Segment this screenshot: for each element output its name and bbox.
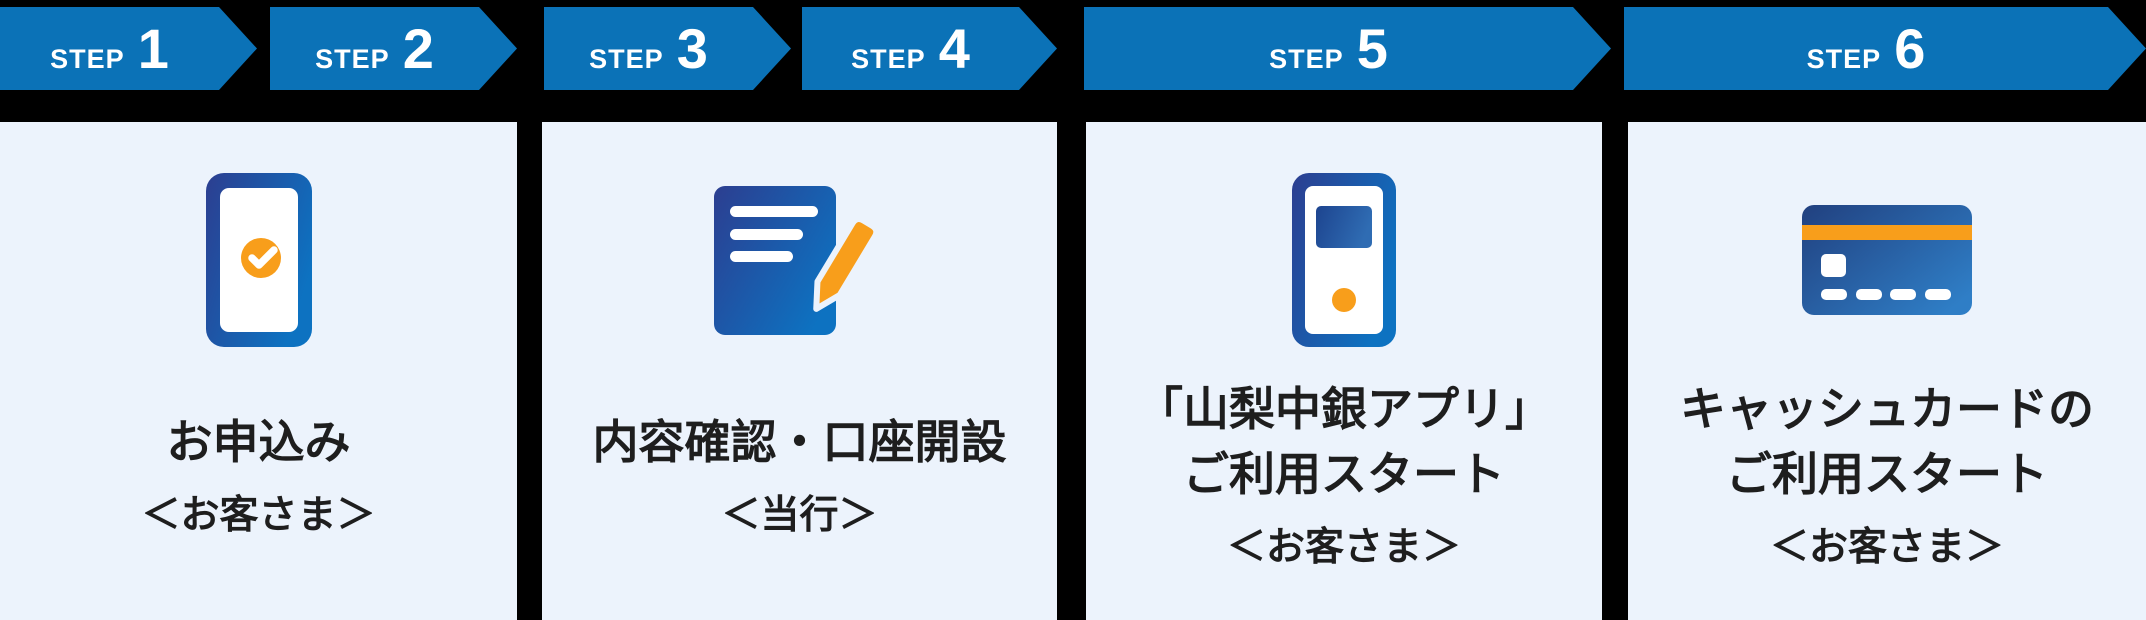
panel-title-line: 「山梨中銀アプリ」 bbox=[1137, 382, 1551, 435]
panel-cash-card-start: キャッシュカードの ご利用スタート ＜お客さま＞ bbox=[1628, 122, 2146, 620]
step-5-arrow: STEP 5 bbox=[1084, 7, 1611, 90]
document-pencil-icon bbox=[713, 172, 886, 347]
panel-title: お申込み bbox=[141, 410, 375, 475]
step-3-arrow: STEP 3 bbox=[544, 7, 791, 90]
panel-app-start: 「山梨中銀アプリ」 ご利用スタート ＜お客さま＞ bbox=[1086, 122, 1602, 620]
panel-actor: ＜当行＞ bbox=[721, 493, 878, 537]
step-word: STEP bbox=[50, 43, 125, 74]
step-number: 2 bbox=[402, 16, 434, 80]
step-1-label: STEP 1 bbox=[50, 21, 169, 77]
step-number: 6 bbox=[1894, 16, 1926, 80]
step-word: STEP bbox=[1269, 43, 1344, 74]
panel-actor: ＜お客さま＞ bbox=[141, 493, 376, 537]
panel-cash-card-caption: キャッシュカードの ご利用スタート ＜お客さま＞ bbox=[1680, 347, 2094, 620]
step-4-label: STEP 4 bbox=[851, 21, 970, 77]
panel-confirmation-caption: 内容確認・口座開設 ＜当行＞ bbox=[593, 347, 1007, 620]
panel-actor: ＜お客さま＞ bbox=[1769, 526, 2004, 570]
panel-title: 内容確認・口座開設 bbox=[593, 410, 1007, 475]
cash-card-icon bbox=[1802, 172, 1972, 347]
step-number: 4 bbox=[938, 16, 970, 80]
step-4-arrow: STEP 4 bbox=[802, 7, 1057, 90]
panel-application: お申込み ＜お客さま＞ bbox=[0, 122, 517, 620]
step-3-label: STEP 3 bbox=[589, 21, 708, 77]
panel-confirmation-account-opening: 内容確認・口座開設 ＜当行＞ bbox=[542, 122, 1057, 620]
step-word: STEP bbox=[589, 43, 664, 74]
panel-title-line: 内容確認・口座開設 bbox=[592, 415, 1007, 468]
panel-title-line: お申込み bbox=[166, 415, 351, 468]
panel-title: キャッシュカードの ご利用スタート bbox=[1680, 377, 2094, 508]
step-1-arrow: STEP 1 bbox=[0, 7, 257, 90]
step-2-arrow: STEP 2 bbox=[270, 7, 517, 90]
panel-app-start-caption: 「山梨中銀アプリ」 ご利用スタート ＜お客さま＞ bbox=[1137, 347, 1551, 620]
step-6-label: STEP 6 bbox=[1807, 21, 1926, 77]
panel-title-line: ご利用スタート bbox=[1726, 448, 2048, 501]
step-5-label: STEP 5 bbox=[1269, 21, 1388, 77]
step-6-arrow: STEP 6 bbox=[1624, 7, 2146, 90]
app-device-icon bbox=[1292, 172, 1396, 347]
panel-title: 「山梨中銀アプリ」 ご利用スタート bbox=[1137, 377, 1551, 508]
step-word: STEP bbox=[1806, 43, 1882, 74]
step-word: STEP bbox=[315, 43, 390, 74]
step-word: STEP bbox=[851, 43, 926, 74]
step-number: 3 bbox=[676, 16, 708, 80]
step-number: 1 bbox=[137, 16, 169, 80]
panel-application-caption: お申込み ＜お客さま＞ bbox=[141, 347, 375, 620]
phone-check-icon bbox=[205, 172, 312, 347]
panel-actor: ＜お客さま＞ bbox=[1226, 526, 1461, 570]
panel-title-line: ご利用スタート bbox=[1183, 448, 1505, 501]
step-2-label: STEP 2 bbox=[315, 21, 434, 77]
panel-title-line: キャッシュカードの bbox=[1680, 382, 2094, 435]
step-number: 5 bbox=[1356, 16, 1388, 80]
